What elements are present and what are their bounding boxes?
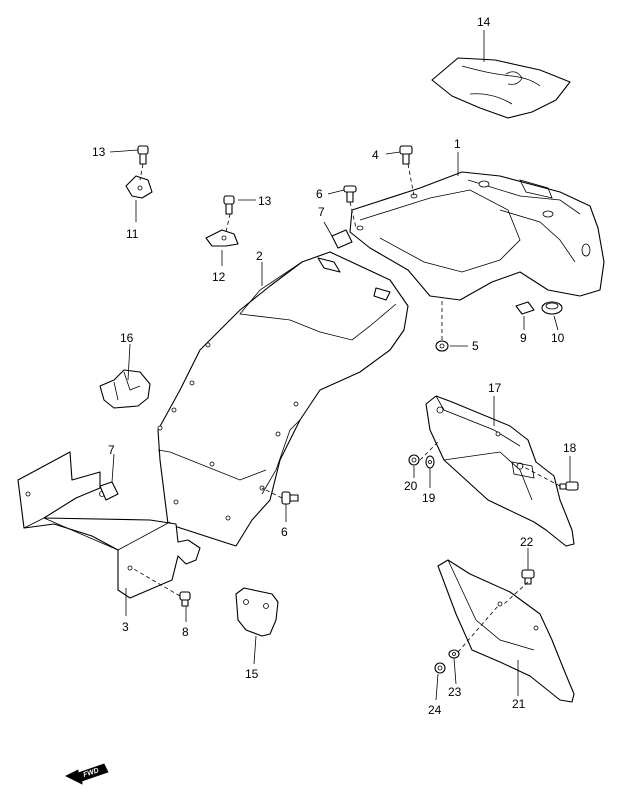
callout-17: 17 [488,381,502,395]
callout-6-upper: 6 [316,187,323,201]
part-17-side-bracket [425,395,575,547]
washer-23 [448,649,460,659]
callout-4: 4 [372,148,379,162]
callout-11: 11 [126,227,139,241]
callout-19: 19 [422,491,436,505]
callout-3: 3 [122,620,129,634]
callout-14: 14 [477,15,491,29]
part-21-lower-plate [437,559,575,703]
part-14-cover-pad [431,57,571,119]
callout-labels: 14 1 4 6 7 2 13 11 13 12 5 9 10 16 7 3 8… [92,15,577,717]
callout-22: 22 [520,535,534,549]
part-15-plate [235,587,279,637]
forward-arrow-icon [65,763,109,785]
callout-13-upper: 13 [92,145,106,159]
callout-10: 10 [551,331,565,345]
bolt-8 [179,591,191,607]
part-1-rear-fender-upper [349,171,605,301]
part-11-clamp [125,175,153,199]
part-2-rear-fender [157,251,409,547]
callout-7-lower: 7 [108,443,115,457]
forward-marker: FWD [65,763,109,785]
callout-21: 21 [512,697,526,711]
callout-6-lower: 6 [281,525,288,539]
bolt-22 [521,569,535,585]
callout-24: 24 [428,703,442,717]
leader-lines [109,30,571,701]
callout-23: 23 [448,685,462,699]
callout-5: 5 [472,339,479,353]
callout-16: 16 [120,331,134,345]
nut-9 [515,301,535,315]
part-16-bracket [99,369,151,409]
bolt-6-lower [281,491,299,505]
part-7-clip-lower [99,481,119,501]
bolt-4 [399,145,413,165]
callout-1: 1 [454,137,461,151]
bolt-13-lower [223,195,235,215]
callout-15: 15 [245,667,259,681]
callout-12: 12 [212,270,226,284]
nut-20 [408,454,420,466]
callout-18: 18 [563,441,577,455]
bolt-13-upper [137,145,149,165]
callout-13-lower: 13 [258,194,272,208]
nut-5 [435,340,449,352]
grommet-10 [541,301,563,315]
bolt-18 [559,481,579,491]
nut-24 [434,662,446,674]
callout-8: 8 [182,625,189,639]
bolt-6-upper [343,185,357,203]
washer-19 [425,455,435,469]
part-7-clip-upper [331,229,353,249]
callout-7-upper: 7 [318,205,325,219]
callout-9: 9 [520,331,527,345]
callout-2: 2 [256,249,263,263]
callout-20: 20 [404,479,418,493]
part-12-clamp [205,229,239,247]
forward-label: FWD [82,767,99,779]
